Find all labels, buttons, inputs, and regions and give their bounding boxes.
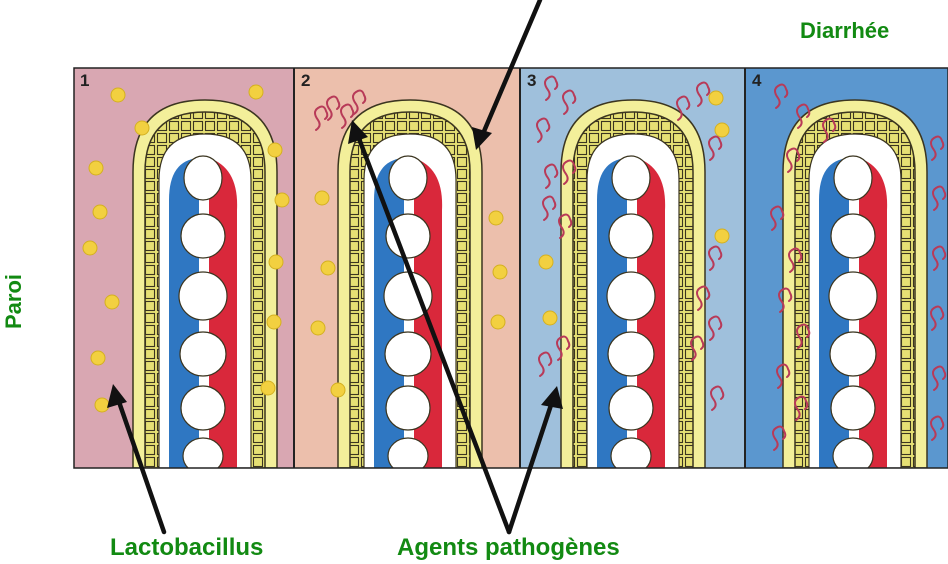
lactobacillus-dot [321,261,335,275]
lactobacillus-dot [315,191,329,205]
label-paroi: Paroi [1,289,27,329]
lactobacillus-dot [543,311,557,325]
lacteal-cell [385,332,431,376]
label-agents-pathogenes: Agents pathogènes [397,534,620,562]
lactobacillus-dot [715,123,729,137]
lactobacillus-dot [261,381,275,395]
lactobacillus-dot [709,91,723,105]
lactobacillus-dot [135,121,149,135]
lacteal-cell [179,272,227,320]
panel-number-3: 3 [527,71,536,90]
panel-number-2: 2 [301,71,310,90]
villus [561,100,705,474]
lacteal-cell [607,272,655,320]
lacteal-cell [181,386,225,430]
lactobacillus-dot [91,351,105,365]
lacteal-cell [608,332,654,376]
lactobacillus-dot [275,193,289,207]
lacteal-cell [831,214,875,258]
villus [133,100,277,474]
villus [338,100,482,474]
lactobacillus-dot [83,241,97,255]
lactobacillus-dot [111,88,125,102]
lacteal-cell [831,386,875,430]
lactobacillus-dot [715,229,729,243]
lacteal-cell [829,272,877,320]
lacteal-cell [609,214,653,258]
lactobacillus-dot [268,143,282,157]
lacteal-cell [612,156,650,200]
villus [783,100,927,474]
lactobacillus-dot [311,321,325,335]
panel-number-1: 1 [80,71,89,90]
lacteal-cell [609,386,653,430]
panel-number-4: 4 [752,71,762,90]
lactobacillus-dot [491,315,505,329]
lactobacillus-dot [89,161,103,175]
lacteal-cell [184,156,222,200]
lactobacillus-dot [331,383,345,397]
lacteal-cell [830,332,876,376]
lacteal-cell [389,156,427,200]
lactobacillus-dot [489,211,503,225]
lacteal-cell [386,386,430,430]
lactobacillus-dot [105,295,119,309]
lactobacillus-dot [539,255,553,269]
lactobacillus-dot [95,398,109,412]
lacteal-cell [834,156,872,200]
lactobacillus-dot [93,205,107,219]
lactobacillus-dot [269,255,283,269]
label-lactobacillus: Lactobacillus [110,534,263,562]
lacteal-cell [181,214,225,258]
lacteal-cell [180,332,226,376]
lactobacillus-dot [267,315,281,329]
label-diarrhee: Diarrhée [800,18,889,44]
lactobacillus-dot [249,85,263,99]
lactobacillus-dot [493,265,507,279]
